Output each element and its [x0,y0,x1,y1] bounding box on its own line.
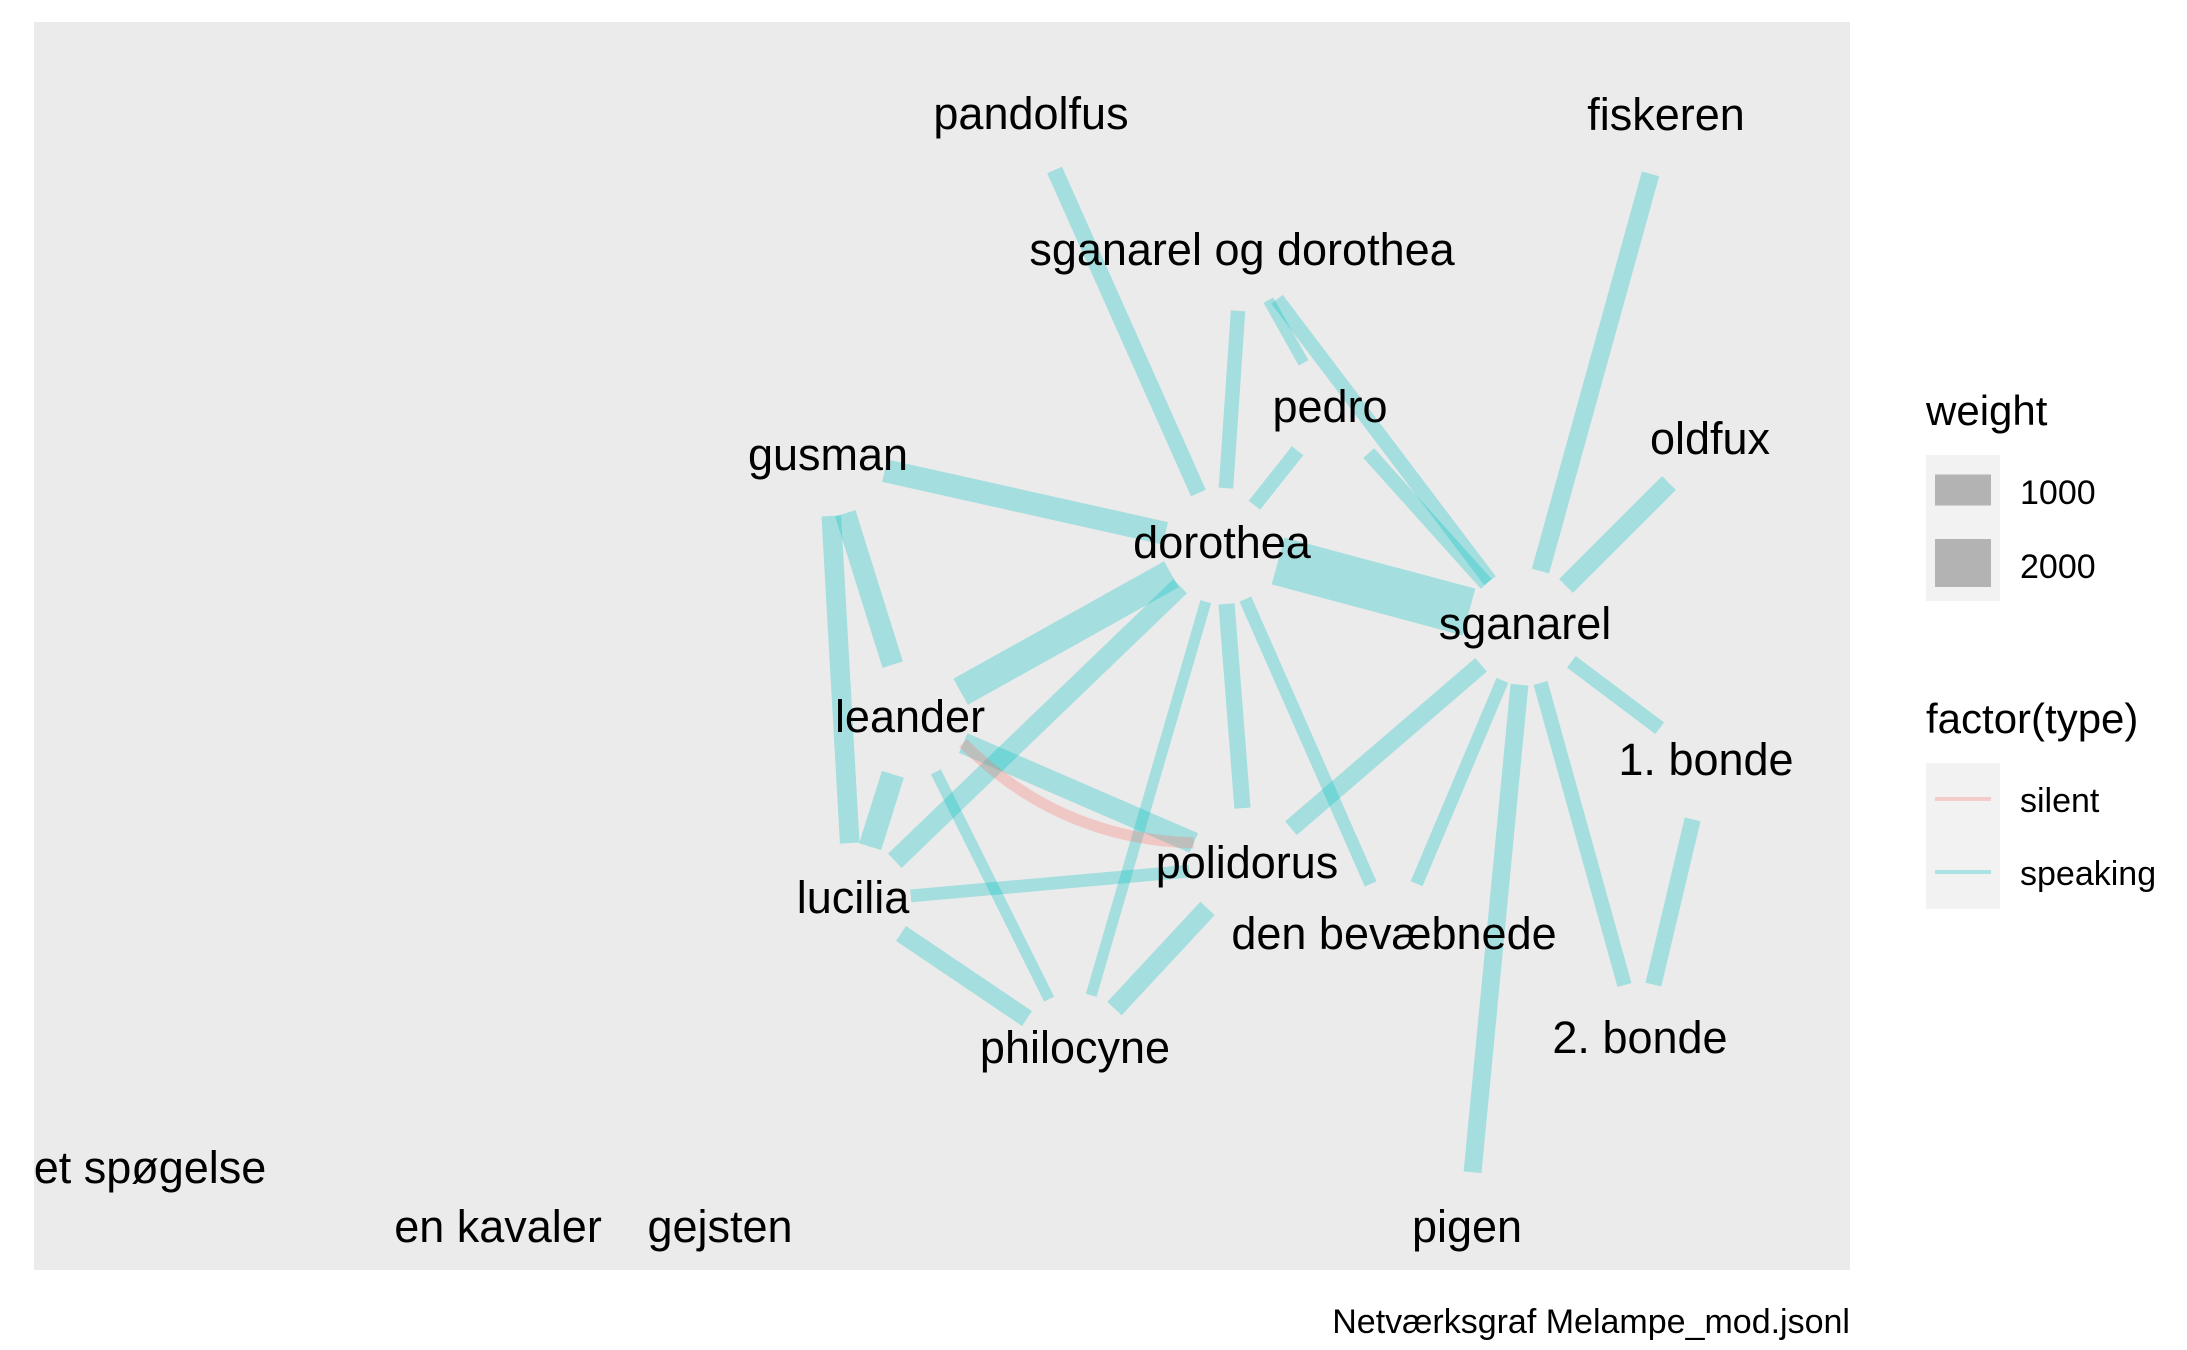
node-lucilia: lucilia [797,872,911,923]
edge-sganarel-bonde-2-speaking [1533,680,1632,988]
legend-type-title: factor(type) [1926,695,2138,742]
node-bonde-1: 1. bonde [1618,734,1793,785]
edge-leander-polidorus-speaking [958,733,1199,853]
legend: weight 1000 2000 factor(type) silent spe… [1925,387,2156,909]
plot-caption: Netværksgraf Melampe_mod.jsonl [1332,1303,1850,1341]
edge-sganarel-og-dorothea-sganarel-speaking [1271,294,1496,586]
edge-dorothea-leander-speaking [953,561,1179,705]
node-dorothea: dorothea [1133,517,1312,568]
legend-weight-title: weight [1925,387,2048,434]
edge-gusman-dorothea-speaking [882,459,1168,545]
node-sganarel: sganarel [1439,598,1612,649]
edge-sganarel-bonde-1-speaking [1567,656,1664,734]
edge-dorothea-polidorus-speaking [1218,603,1251,809]
legend-weight-label-1000: 1000 [2020,474,2096,512]
node-bonde-2: 2. bonde [1552,1012,1727,1063]
node-fiskeren: fiskeren [1587,89,1745,140]
edge-bonde-1-bonde-2-speaking [1645,817,1701,987]
node-pandolfus: pandolfus [933,88,1128,139]
edge-fiskeren-sganarel-speaking [1531,171,1660,574]
node-den-bevaebnede: den bevæbnede [1231,908,1556,959]
edge-dorothea-sganarel-speaking [1271,537,1476,636]
edge-gusman-lucilia-speaking [821,515,860,844]
edge-sganarel-og-dorothea-pedro-speaking [1263,297,1309,366]
edge-gusman-leander-speaking [835,510,903,668]
edge-sganarel-pigen-speaking [1463,683,1529,1174]
edge-leander-polidorus-silent [959,739,1194,849]
node-pigen: pigen [1412,1201,1522,1252]
edge-lucilia-philocyne-speaking [896,926,1032,1026]
edge-lucilia-polidorus-speaking [910,864,1190,903]
edge-pedro-dorothea-speaking [1248,446,1304,510]
legend-type-key-background [1926,763,2000,909]
legend-type-label-silent: silent [2020,782,2100,820]
legend-type-label-speaking: speaking [2020,855,2156,893]
legend-weight-label-2000: 2000 [2020,548,2096,586]
edge-dorothea-philocyne-speaking [1085,600,1212,997]
node-pedro: pedro [1272,381,1387,432]
edges-layer [821,166,1701,1174]
node-sganarel-og-dorothea: sganarel og dorothea [1029,224,1455,275]
edge-pedro-sganarel-speaking [1363,448,1492,589]
legend-weight-swatch-1000 [1935,474,1991,506]
edge-sganarel-og-dorothea-dorothea-speaking [1218,310,1246,489]
nodes-layer: pandolfus fiskeren sganarel og dorothea ped… [34,88,1794,1252]
plot-panel [34,22,1850,1270]
edge-leander-lucilia-speaking [859,770,904,851]
node-leander: leander [835,691,985,742]
edge-dorothea-lucilia-speaking [888,579,1187,868]
edge-philocyne-polidorus-speaking [1107,901,1215,1016]
node-gejsten: gejsten [647,1201,792,1252]
edge-dorothea-den-bevaebnede-speaking [1239,596,1377,887]
edge-sganarel-polidorus-speaking [1285,658,1487,835]
node-et-spogelse: et spøgelse [34,1142,267,1193]
edge-pandolfus-dorothea-speaking [1047,166,1206,497]
edge-oldfux-sganarel-speaking [1559,476,1676,593]
node-philocyne: philocyne [980,1022,1170,1073]
edge-leander-philocyne-speaking [930,769,1055,1002]
node-gusman: gusman [748,429,908,480]
node-oldfux: oldfux [1650,413,1771,464]
edge-sganarel-den-bevaebnede-speaking [1410,677,1509,887]
node-polidorus: polidorus [1156,837,1339,888]
node-en-kavaler: en kavaler [394,1201,602,1252]
legend-weight-swatch-2000 [1935,539,1991,587]
